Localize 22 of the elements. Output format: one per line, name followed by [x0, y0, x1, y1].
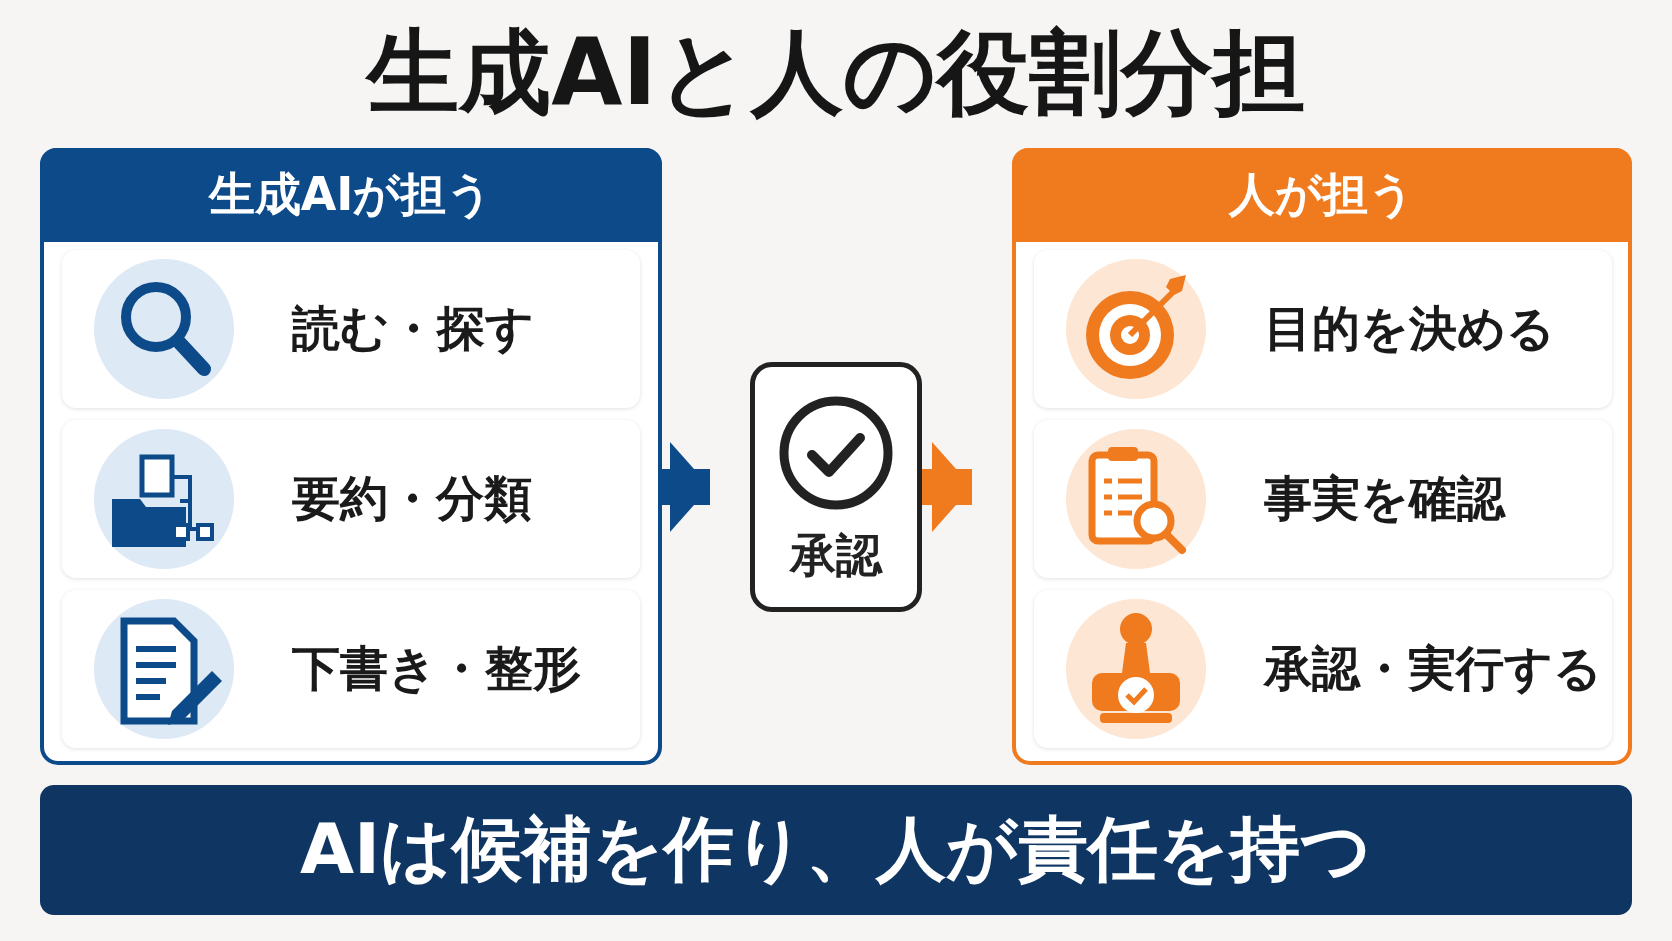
panel: [1012, 148, 1632, 765]
title: 生成AIと人の役割分担: [364, 18, 1306, 128]
item-card: [62, 590, 640, 748]
item-card: [62, 420, 640, 578]
item-label: 下書き・整形: [292, 639, 581, 698]
panel-header: 生成AIが担う: [40, 148, 662, 242]
item-label: 承認・実行する: [1264, 639, 1602, 698]
panel: [40, 148, 662, 765]
arrow: [922, 442, 972, 532]
approval-box: [750, 362, 922, 612]
item-label: 目的を決める: [1264, 299, 1555, 358]
box-label: 承認: [788, 527, 884, 584]
item-card: [1034, 420, 1612, 578]
item-label: 要約・分類: [292, 469, 532, 528]
item-card: [1034, 250, 1612, 408]
arrow: [662, 442, 710, 532]
item-label: 事実を確認: [1264, 469, 1505, 528]
item-card: [62, 250, 640, 408]
item-card: [1034, 590, 1612, 748]
panel-header: 人が担う: [1012, 148, 1632, 242]
message-banner: AIは候補を作り、人が責任を持つ: [40, 785, 1632, 915]
item-label: 読む・探す: [292, 299, 534, 358]
